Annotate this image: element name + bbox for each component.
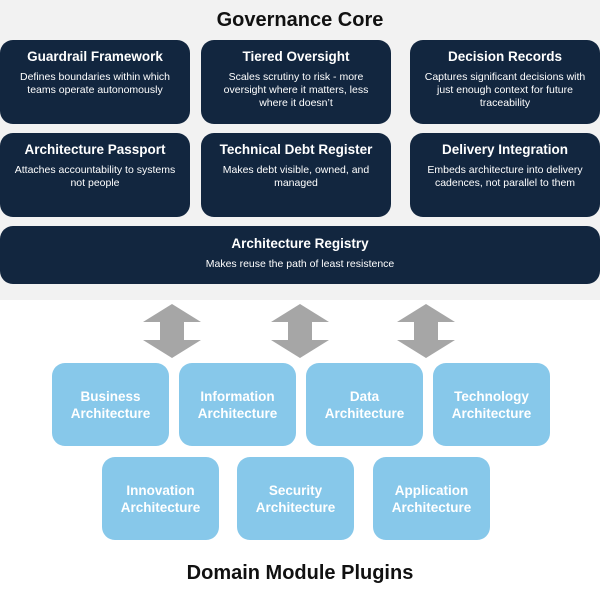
- module-label-line1: Technology: [454, 388, 529, 404]
- card-description: Captures significant decisions with just…: [424, 71, 586, 109]
- card-description: Makes debt visible, owned, and managed: [222, 164, 370, 189]
- module-label-line2: Architecture: [324, 405, 405, 421]
- double-arrow-icon: [271, 304, 329, 358]
- card-tiered-oversight: Tiered Oversight Scales scrutiny to risk…: [201, 40, 391, 124]
- module-label-line2: Architecture: [197, 405, 278, 421]
- card-delivery-integration: Delivery Integration Embeds architecture…: [410, 133, 600, 217]
- card-title: Delivery Integration: [441, 142, 569, 157]
- card-title: Architecture Passport: [24, 142, 166, 157]
- module-data-architecture: Data Architecture: [306, 363, 423, 446]
- card-description: Makes reuse the path of least resistence: [205, 258, 395, 270]
- double-arrow-icon: [397, 304, 455, 358]
- module-business-architecture: Business Architecture: [52, 363, 169, 446]
- module-security-architecture: Security Architecture: [237, 457, 354, 540]
- card-description: Defines boundaries within which teams op…: [20, 71, 170, 96]
- module-label-line1: Innovation: [126, 482, 195, 498]
- card-title: Guardrail Framework: [27, 49, 163, 64]
- module-label-line2: Architecture: [70, 405, 151, 421]
- module-label-line1: Data: [349, 388, 380, 404]
- module-label-line2: Architecture: [391, 499, 472, 515]
- card-description: Scales scrutiny to risk - more oversight…: [223, 71, 369, 109]
- card-architecture-passport: Architecture Passport Attaches accountab…: [0, 133, 190, 217]
- card-title: Decision Records: [447, 49, 563, 64]
- module-application-architecture: Application Architecture: [373, 457, 490, 540]
- module-information-architecture: Information Architecture: [179, 363, 296, 446]
- card-technical-debt-register: Technical Debt Register Makes debt visib…: [201, 133, 391, 217]
- module-label-line1: Information: [200, 388, 275, 404]
- module-innovation-architecture: Innovation Architecture: [102, 457, 219, 540]
- card-description: Attaches accountability to systems not p…: [14, 164, 176, 189]
- module-technology-architecture: Technology Architecture: [433, 363, 550, 446]
- module-label-line2: Architecture: [120, 499, 201, 515]
- module-label-line2: Architecture: [255, 499, 336, 515]
- domain-module-plugins-title: Domain Module Plugins: [186, 562, 414, 584]
- governance-core-title: Governance Core: [216, 9, 384, 31]
- module-label-line1: Security: [268, 482, 323, 498]
- module-label-line1: Business: [80, 388, 141, 404]
- double-arrow-icon: [143, 304, 201, 358]
- card-title: Architecture Registry: [231, 236, 369, 251]
- card-title: Tiered Oversight: [242, 49, 350, 64]
- card-architecture-registry: Architecture Registry Makes reuse the pa…: [0, 226, 600, 284]
- module-label-line2: Architecture: [451, 405, 532, 421]
- card-description: Embeds architecture into delivery cadenc…: [427, 164, 583, 189]
- module-label-line1: Application: [394, 482, 469, 498]
- card-guardrail-framework: Guardrail Framework Defines boundaries w…: [0, 40, 190, 124]
- card-title: Technical Debt Register: [219, 142, 373, 157]
- card-decision-records: Decision Records Captures significant de…: [410, 40, 600, 124]
